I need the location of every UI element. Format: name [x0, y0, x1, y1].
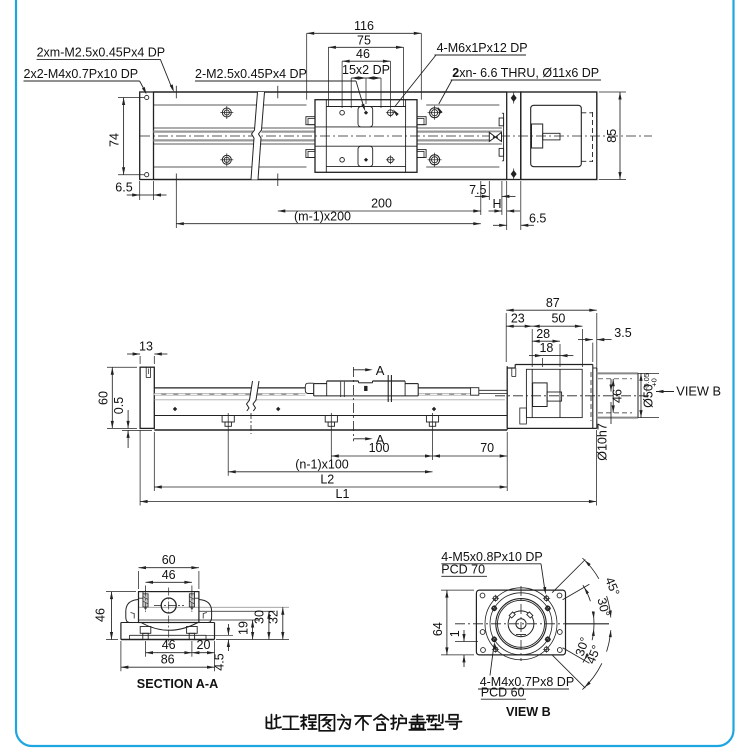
svg-text:VIEW B: VIEW B: [676, 384, 721, 399]
svg-text:64: 64: [431, 622, 445, 636]
svg-text:116: 116: [354, 19, 374, 33]
svg-text:VIEW B: VIEW B: [506, 705, 551, 719]
svg-text:60: 60: [96, 391, 110, 405]
svg-text:4-M6x1Px12 DP: 4-M6x1Px12 DP: [437, 41, 528, 55]
svg-text:L2: L2: [320, 473, 334, 487]
svg-text:0.5: 0.5: [112, 397, 126, 414]
svg-text:60: 60: [162, 553, 176, 567]
svg-text:2xn- 6.6 THRU, Ø11x6 DP: 2xn- 6.6 THRU, Ø11x6 DP: [452, 66, 599, 80]
svg-text:1: 1: [448, 630, 462, 637]
svg-text:32: 32: [267, 610, 281, 624]
svg-text:75: 75: [357, 34, 371, 48]
svg-text:L1: L1: [336, 487, 350, 501]
svg-text:100: 100: [369, 441, 390, 455]
svg-text:3.5: 3.5: [614, 326, 631, 340]
svg-text:74: 74: [108, 133, 122, 147]
svg-text:(m-1)x200: (m-1)x200: [294, 210, 351, 224]
svg-text:SECTION A-A: SECTION A-A: [137, 677, 218, 691]
svg-text:+0: +0: [650, 378, 659, 387]
svg-text:7.5: 7.5: [469, 183, 486, 197]
svg-text:45°: 45°: [602, 575, 622, 598]
svg-text:Ø10h7: Ø10h7: [596, 423, 610, 461]
svg-text:46: 46: [162, 568, 176, 582]
svg-text:6.5: 6.5: [529, 212, 546, 226]
svg-text:Ø50: Ø50: [642, 384, 656, 408]
svg-text:A: A: [376, 432, 385, 447]
svg-text:30°: 30°: [573, 635, 592, 657]
svg-text:18: 18: [539, 341, 553, 355]
svg-text:200: 200: [371, 197, 392, 211]
svg-text:50: 50: [551, 312, 565, 326]
svg-text:46: 46: [356, 47, 370, 61]
svg-text:85: 85: [605, 129, 619, 143]
svg-text:6.5: 6.5: [115, 181, 132, 195]
svg-text:2xm-M2.5x0.45Px4 DP: 2xm-M2.5x0.45Px4 DP: [37, 46, 166, 60]
svg-text:46: 46: [162, 638, 176, 652]
svg-text:+0.05: +0.05: [642, 373, 651, 392]
svg-text:2x2-M4x0.7Px10 DP: 2x2-M4x0.7Px10 DP: [24, 67, 139, 81]
svg-text:(n-1)x100: (n-1)x100: [295, 457, 349, 471]
svg-text:46: 46: [94, 608, 108, 622]
svg-text:19: 19: [237, 621, 251, 635]
svg-text:4-M4x0.7Px8 DP: 4-M4x0.7Px8 DP: [480, 675, 574, 689]
svg-text:28: 28: [536, 327, 550, 341]
svg-text:70: 70: [480, 441, 494, 455]
svg-text:2-M2.5x0.45Px4 DP: 2-M2.5x0.45Px4 DP: [195, 67, 307, 81]
svg-text:30°: 30°: [594, 597, 612, 619]
svg-text:4-M5x0.8Px10 DP: 4-M5x0.8Px10 DP: [441, 550, 542, 564]
svg-text:87: 87: [546, 296, 560, 310]
svg-text:4.5: 4.5: [213, 653, 227, 670]
svg-text:PCD 70: PCD 70: [441, 563, 485, 577]
svg-text:H: H: [492, 197, 501, 211]
svg-text:13: 13: [139, 340, 153, 354]
svg-text:45°: 45°: [584, 643, 604, 666]
svg-text:A: A: [376, 363, 385, 378]
svg-text:23: 23: [511, 312, 525, 326]
svg-text:15x2 DP: 15x2 DP: [342, 63, 390, 77]
svg-text:20: 20: [197, 638, 211, 652]
svg-text:PCD 60: PCD 60: [481, 685, 525, 699]
svg-text:86: 86: [161, 653, 175, 667]
svg-text:30: 30: [253, 610, 267, 624]
svg-text:46: 46: [611, 389, 625, 403]
